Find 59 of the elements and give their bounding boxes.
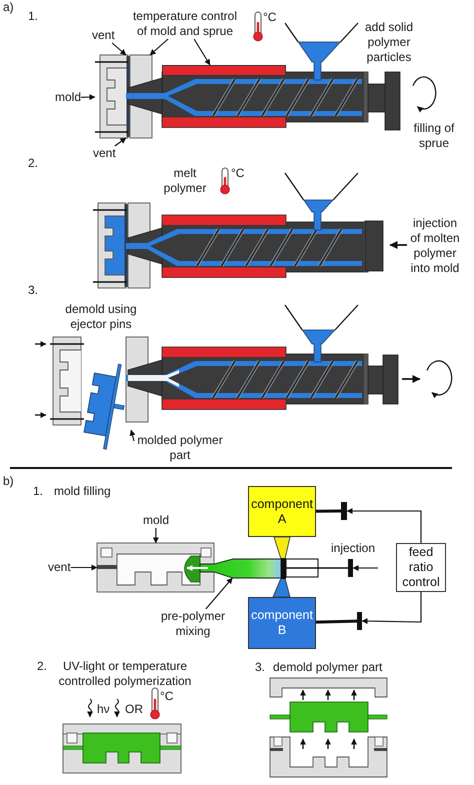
annotation-text: injection — [331, 541, 376, 556]
piston-rod — [316, 620, 358, 624]
step-number: 1. — [33, 484, 44, 499]
molded-part — [84, 364, 125, 450]
mold — [96, 542, 214, 592]
plunger-handle — [348, 559, 353, 577]
reservoir-box — [248, 597, 316, 649]
step-title: UV-light or temperature controlled polymerization — [58, 659, 192, 689]
mold-half — [50, 336, 84, 426]
annotation-text: OR — [125, 702, 143, 717]
annotation-text: demold using ejector pins — [64, 302, 138, 332]
step-number: 2. — [28, 156, 38, 171]
mixing-nozzle — [200, 558, 282, 578]
reservoir-box — [248, 486, 316, 537]
leader-line — [80, 94, 96, 100]
callout-label: vent — [48, 560, 71, 575]
callout-label: molded polymer part — [134, 433, 226, 463]
callout-label: mold — [55, 90, 82, 105]
mold-bottom-plate — [270, 736, 388, 778]
annotation-text: add solid polymer particles — [364, 20, 414, 65]
callout-label: pre-polymer mixing — [157, 609, 229, 639]
callout-label: vent — [92, 28, 115, 43]
mold-top-plate — [270, 678, 388, 698]
step-number: 3. — [28, 283, 38, 298]
piston-rod — [316, 510, 342, 513]
heater-band — [162, 65, 286, 76]
callout-label: vent — [93, 146, 116, 161]
annotation-text: melt polymer — [162, 166, 208, 196]
leader-line — [130, 430, 136, 442]
leader-line — [114, 138, 126, 146]
leader-line — [205, 578, 233, 610]
step-title: demold polymer part — [273, 660, 382, 675]
leader-line — [152, 528, 159, 544]
leader-line — [70, 564, 98, 570]
plunger-handle — [341, 502, 347, 520]
step-number: 1. — [28, 9, 38, 24]
component-label: feed ratio control — [401, 545, 441, 590]
step-number: 3. — [255, 660, 266, 675]
panel-letter: b) — [3, 474, 14, 489]
component-label: component B — [250, 608, 314, 638]
control-arrow — [362, 592, 422, 624]
annotation-text: hν — [97, 702, 110, 717]
unit-label: °C — [231, 166, 244, 181]
annotation-text: injection of molten polymer into mold — [409, 216, 461, 276]
leader-line — [112, 42, 126, 56]
panel-letter: a) — [3, 0, 14, 15]
component-label: component A — [250, 496, 314, 526]
callout-label: temperature control of mold and sprue — [129, 9, 241, 39]
leader-line — [194, 38, 210, 66]
step-number: 2. — [37, 659, 48, 674]
annotation-text: filling of sprue — [412, 121, 456, 151]
leader-line — [150, 38, 168, 56]
step-title: mold filling — [54, 484, 111, 499]
unit-label: °C — [160, 689, 174, 704]
callout-label: mold — [143, 513, 170, 528]
plunger-handle — [357, 612, 362, 630]
unit-label: °C — [263, 10, 276, 25]
arrow — [352, 565, 378, 571]
control-arrow — [346, 508, 422, 543]
